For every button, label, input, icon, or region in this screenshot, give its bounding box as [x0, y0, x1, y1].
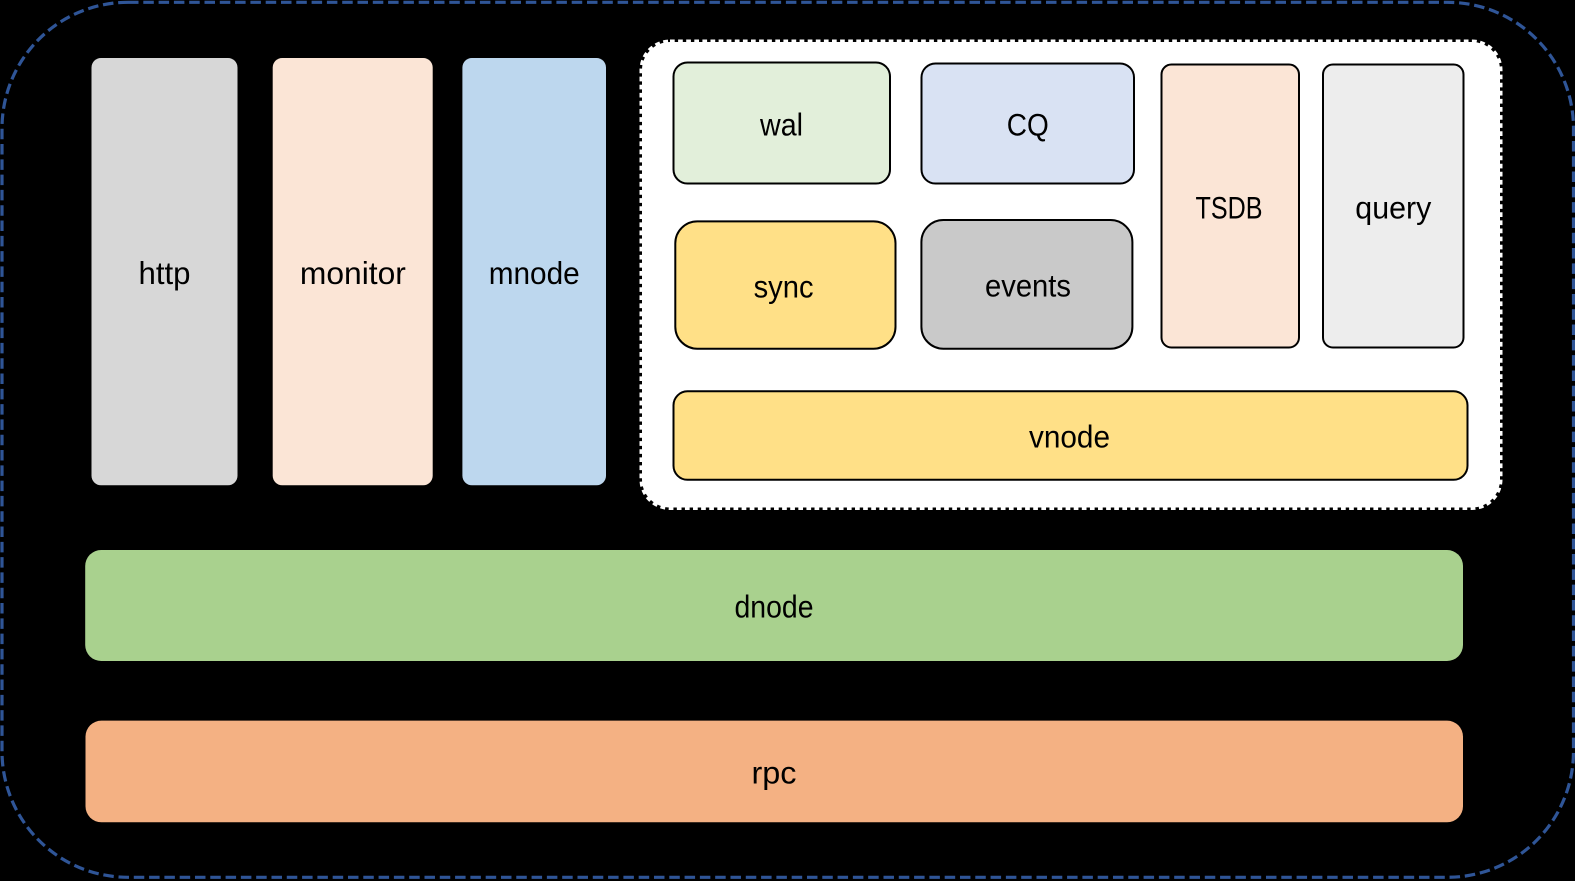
svg-text:events: events — [985, 268, 1071, 304]
svg-text:monitor: monitor — [300, 255, 406, 291]
svg-text:http: http — [139, 255, 191, 291]
svg-text:wal: wal — [759, 107, 803, 143]
svg-text:sync: sync — [754, 269, 814, 305]
svg-text:query: query — [1355, 189, 1431, 225]
svg-text:dnode: dnode — [735, 589, 814, 625]
svg-text:vnode: vnode — [1029, 419, 1110, 455]
svg-text:TSDB: TSDB — [1196, 189, 1263, 225]
svg-text:CQ: CQ — [1007, 107, 1049, 143]
svg-text:rpc: rpc — [752, 755, 797, 791]
svg-text:mnode: mnode — [489, 255, 580, 291]
